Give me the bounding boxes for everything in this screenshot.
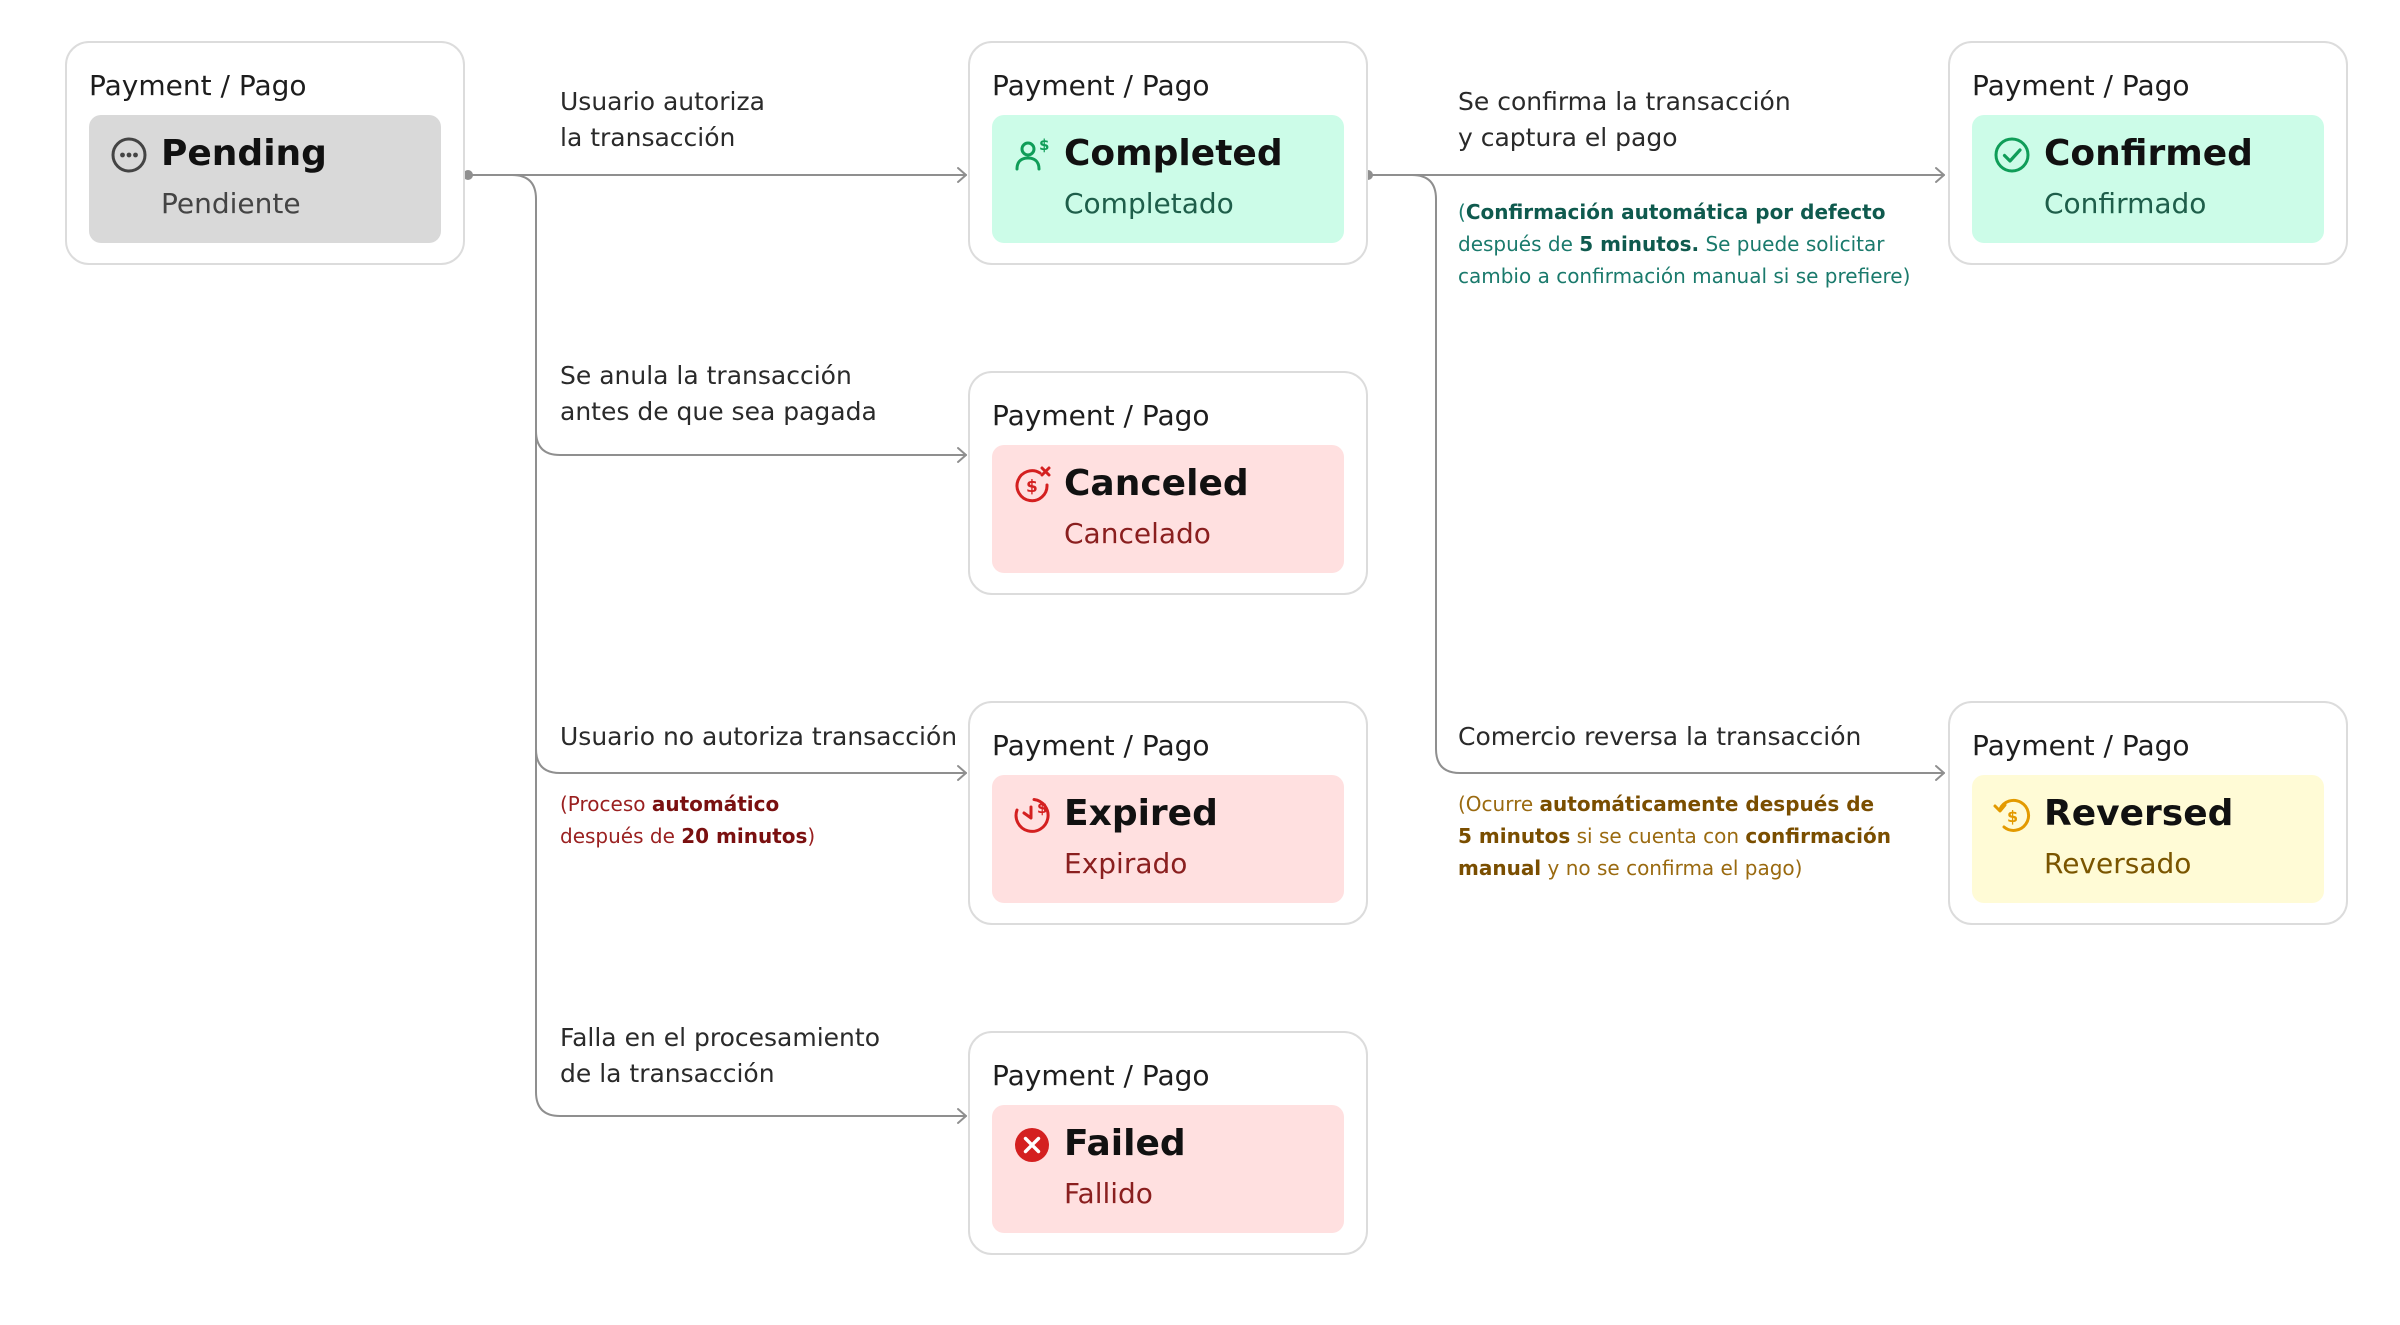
state-card-expired: Payment / Pago $ Expired Expirado xyxy=(968,701,1368,925)
label-line: de la transacción xyxy=(560,1059,775,1088)
transition-label-failure: Falla en el procesamiento de la transacc… xyxy=(560,1020,880,1092)
state-badge-confirmed: Confirmed Confirmado xyxy=(1972,115,2324,243)
state-card-completed: Payment / Pago $ Completed Completado xyxy=(968,41,1368,265)
state-subtitle: Completado xyxy=(1064,187,1234,220)
note-text: si se cuenta con xyxy=(1570,824,1746,848)
state-card-failed: Payment / Pago Failed Fallido xyxy=(968,1031,1368,1255)
note-text: y no se confirma el pago) xyxy=(1541,856,1803,880)
note-emphasis: Confirmación automática por defecto xyxy=(1465,200,1886,224)
state-title: Pending xyxy=(161,133,327,174)
note-text: ( xyxy=(1458,200,1466,224)
card-header: Payment / Pago xyxy=(89,69,307,102)
state-badge-canceled: $ Canceled Cancelado xyxy=(992,445,1344,573)
state-card-confirmed: Payment / Pago Confirmed Confirmado xyxy=(1948,41,2348,265)
transition-label-not-authorized: Usuario no autoriza transacción xyxy=(560,719,957,755)
card-header: Payment / Pago xyxy=(992,1059,1210,1092)
note-line: 5 minutos si se cuenta con confirmación xyxy=(1458,820,1891,852)
x-circle-icon xyxy=(1012,1125,1052,1165)
note-line: manual y no se confirma el pago) xyxy=(1458,852,1891,884)
note-emphasis: automáticamente después de xyxy=(1539,792,1875,816)
label-line: Usuario no autoriza transacción xyxy=(560,722,958,751)
state-badge-completed: $ Completed Completado xyxy=(992,115,1344,243)
note-text: (Proceso xyxy=(560,792,652,816)
state-badge-expired: $ Expired Expirado xyxy=(992,775,1344,903)
note-line: después de 20 minutos) xyxy=(560,820,815,852)
label-line: la transacción xyxy=(560,123,736,152)
dollar-return-icon: $ xyxy=(1992,795,2032,835)
label-line: Se confirma la transacción xyxy=(1458,87,1791,116)
note-line: (Ocurre automáticamente después de xyxy=(1458,788,1891,820)
state-badge-reversed: $ Reversed Reversado xyxy=(1972,775,2324,903)
svg-text:$: $ xyxy=(1039,136,1049,154)
note-text: Se puede solicitar xyxy=(1699,232,1885,256)
dollar-cancel-icon: $ xyxy=(1012,465,1052,505)
connector-cancel xyxy=(535,430,967,456)
arrowhead-authorize xyxy=(957,167,967,183)
note-text: después de xyxy=(560,824,682,848)
connector-pending-trunk xyxy=(467,174,967,1117)
state-title: Confirmed xyxy=(2044,133,2253,174)
arrowhead-failed xyxy=(957,1108,967,1124)
state-title: Canceled xyxy=(1064,463,1249,504)
clock-dollar-icon: $ xyxy=(1012,795,1052,835)
note-emphasis: manual xyxy=(1458,856,1542,880)
state-title: Failed xyxy=(1064,1123,1186,1164)
state-card-canceled: Payment / Pago $ Canceled Cancelado xyxy=(968,371,1368,595)
arrowhead-expired xyxy=(957,765,967,781)
note-emphasis: 5 minutos xyxy=(1458,824,1571,848)
state-title: Reversed xyxy=(2044,793,2234,834)
svg-text:$: $ xyxy=(2007,807,2018,826)
note-text: después de xyxy=(1458,232,1580,256)
state-subtitle: Reversado xyxy=(2044,847,2192,880)
state-card-pending: Payment / Pago Pending Pendiente xyxy=(65,41,465,265)
user-dollar-icon: $ xyxy=(1012,135,1052,175)
transition-label-authorize: Usuario autoriza la transacción xyxy=(560,84,765,156)
transition-label-reverse: Comercio reversa la transacción xyxy=(1458,719,1861,755)
svg-text:$: $ xyxy=(1037,799,1047,817)
state-subtitle: Confirmado xyxy=(2044,187,2207,220)
state-badge-failed: Failed Fallido xyxy=(992,1105,1344,1233)
note-auto-reverse: (Ocurre automáticamente después de 5 min… xyxy=(1458,788,1891,884)
label-line: antes de que sea pagada xyxy=(560,397,877,426)
note-line: (Confirmación automática por defecto xyxy=(1458,196,1910,228)
transition-label-confirm: Se confirma la transacción y captura el … xyxy=(1458,84,1791,156)
arrowhead-canceled xyxy=(957,447,967,463)
transition-label-cancel: Se anula la transacción antes de que sea… xyxy=(560,358,877,430)
state-card-reversed: Payment / Pago $ Reversed Reversado xyxy=(1948,701,2348,925)
card-header: Payment / Pago xyxy=(992,399,1210,432)
label-line: Falla en el procesamiento xyxy=(560,1023,880,1052)
note-text: (Ocurre xyxy=(1458,792,1540,816)
card-header: Payment / Pago xyxy=(1972,729,2190,762)
note-line: (Proceso automático xyxy=(560,788,815,820)
note-text: cambio a confirmación manual si se prefi… xyxy=(1458,264,1911,288)
check-circle-icon xyxy=(1992,135,2032,175)
note-text: ) xyxy=(807,824,816,848)
arrowhead-confirmed xyxy=(1935,167,1945,183)
state-subtitle: Fallido xyxy=(1064,1177,1153,1210)
state-badge-pending: Pending Pendiente xyxy=(89,115,441,243)
card-header: Payment / Pago xyxy=(992,69,1210,102)
note-line: después de 5 minutos. Se puede solicitar xyxy=(1458,228,1910,260)
state-subtitle: Pendiente xyxy=(161,187,301,220)
note-emphasis: 5 minutos. xyxy=(1579,232,1700,256)
label-line: Comercio reversa la transacción xyxy=(1458,722,1862,751)
label-line: Usuario autoriza xyxy=(560,87,765,116)
note-auto-confirm: (Confirmación automática por defecto des… xyxy=(1458,196,1910,292)
state-title: Completed xyxy=(1064,133,1283,174)
arrowhead-reversed xyxy=(1935,765,1945,781)
label-line: Se anula la transacción xyxy=(560,361,852,390)
note-auto-expire: (Proceso automático después de 20 minuto… xyxy=(560,788,815,852)
label-line: y captura el pago xyxy=(1458,123,1678,152)
card-header: Payment / Pago xyxy=(992,729,1210,762)
card-header: Payment / Pago xyxy=(1972,69,2190,102)
note-emphasis: 20 minutos xyxy=(681,824,808,848)
state-title: Expired xyxy=(1064,793,1218,834)
svg-text:$: $ xyxy=(1026,477,1038,497)
note-emphasis: confirmación xyxy=(1745,824,1891,848)
state-subtitle: Cancelado xyxy=(1064,517,1211,550)
ellipsis-circle-icon xyxy=(109,135,149,175)
state-subtitle: Expirado xyxy=(1064,847,1188,880)
note-emphasis: automático xyxy=(651,792,780,816)
note-line: cambio a confirmación manual si se prefi… xyxy=(1458,260,1910,292)
